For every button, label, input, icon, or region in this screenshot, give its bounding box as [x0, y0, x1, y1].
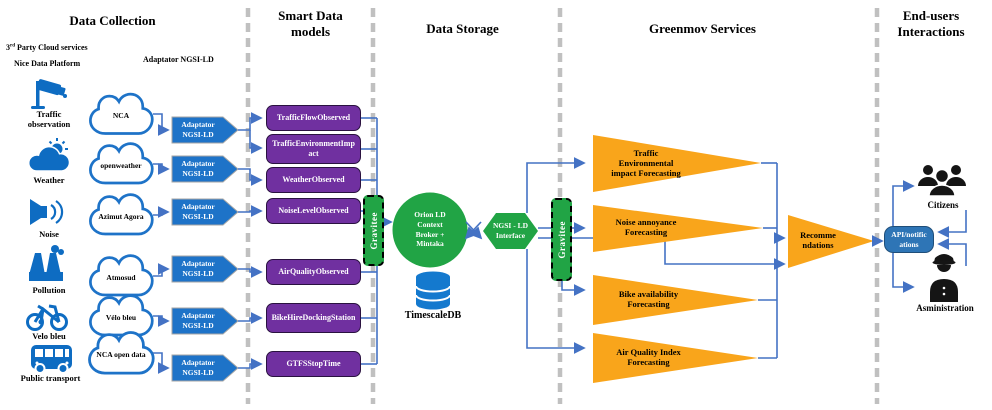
adaptator-block-label: Adaptator NGSI-LD: [181, 259, 215, 278]
adaptator-block-label: Adaptator NGSI-LD: [181, 311, 215, 330]
model-box-airqualityobserved: AirQualityObserved: [266, 259, 361, 285]
gravitee-gateway-right: Gravitee: [551, 198, 572, 281]
model-box-weatherobserved: WeatherObserved: [266, 167, 361, 193]
timescaledb-label: TimescaleDB: [404, 310, 462, 321]
noise-label: Noise: [39, 229, 59, 239]
data-storage-header: Data Storage: [426, 21, 499, 36]
adaptator-block-label: Adaptator NGSI-LD: [181, 202, 215, 221]
traffic-observation-label: Traffic observation: [27, 109, 71, 130]
recommendations-triangle: [788, 215, 874, 268]
traffic-forecasting-label: Traffic Environmental impact Forecasting: [611, 148, 681, 179]
bike-forecasting-label: Bike availability Forecasting: [618, 289, 679, 310]
traffic-forecasting-triangle: [593, 135, 761, 192]
air-quality-forecasting-label: Air Quality Index Forecasting: [616, 347, 681, 368]
pollution-label: Pollution: [32, 285, 66, 295]
model-box-gtfsstoptime: GTFSStopTime: [266, 351, 361, 377]
adaptator-block-label: Adaptator NGSI-LD: [181, 120, 215, 139]
bike-forecasting-triangle: [593, 275, 758, 325]
air-quality-forecasting-triangle: [593, 333, 758, 383]
model-box-trafficflowobserved: TrafficFlowObserved: [266, 105, 361, 131]
administration-label: Asministration: [916, 303, 974, 313]
api-notifications-box: API/notific ations: [884, 226, 934, 253]
bus-icon: [31, 345, 72, 374]
service-triangles: [593, 135, 874, 383]
factory-icon: [29, 245, 64, 281]
cloud-label-nca-open-data: NCA open data: [96, 350, 146, 359]
cloud-label-velo-bleu: Vélo bleu: [105, 313, 137, 322]
ngsi-ld-interface-label: NGSI - LD Interface: [492, 221, 528, 240]
model-box-noiselevelobserved: NoiseLevelObserved: [266, 198, 361, 224]
source-clouds: [88, 92, 155, 375]
gravitee-gateway-left: Gravitee: [363, 195, 384, 266]
adaptator-block-label: Adaptator NGSI-LD: [181, 358, 215, 377]
model-box-trafficenvironmentimpact: TrafficEnvironmentImpact: [266, 134, 361, 164]
greenmov-services-header: Greenmov Services: [649, 21, 756, 36]
adaptator-blocks: [171, 116, 239, 382]
velo-bleu-label: Velo bleu: [32, 331, 66, 341]
ngsi-ld-interface-hexagon: [483, 213, 538, 249]
bicycle-icon: [26, 304, 68, 331]
cctv-camera-icon: [31, 79, 67, 109]
public-transport-label: Public transport: [20, 373, 81, 383]
weather-label: Weather: [33, 175, 65, 185]
police-officer-icon: [930, 254, 958, 302]
cloud-label-atmosud: Atmosud: [106, 273, 136, 282]
smart-data-models-header: Smart Data models: [278, 8, 343, 40]
orion-broker-circle: [392, 192, 468, 268]
database-icon: [415, 271, 451, 310]
noise-forecasting-triangle: [593, 205, 763, 252]
data-collection-header: Data Collection: [69, 13, 156, 28]
end-users-header: End-users Interactions: [897, 8, 965, 40]
orion-broker-label: Orion LD Context Broker + Mintaka: [414, 210, 446, 249]
weather-icon: [28, 138, 71, 172]
adaptator-block-label: Adaptator NGSI-LD: [181, 159, 215, 178]
citizens-icon: [918, 165, 966, 197]
cloud-label-azimut-agora: Azimut Agora: [98, 212, 144, 221]
nice-data-platform-label: Nice Data Platform: [14, 59, 81, 68]
recommendations-label: Recomme ndations: [800, 230, 836, 251]
speaker-icon: [30, 199, 64, 225]
cloud-label-nca: NCA: [112, 111, 130, 120]
model-box-bikehiredockingstation: BikeHireDockingStation: [266, 303, 361, 333]
noise-forecasting-label: Noise annoyance Forecasting: [615, 217, 677, 238]
adaptator-column-label: Adaptator NGSI-LD: [143, 55, 214, 64]
cloud-label-openweather: openweather: [100, 161, 142, 170]
citizens-label: Citizens: [927, 200, 959, 210]
third-party-label: 3rd Party Cloud services: [6, 43, 88, 52]
